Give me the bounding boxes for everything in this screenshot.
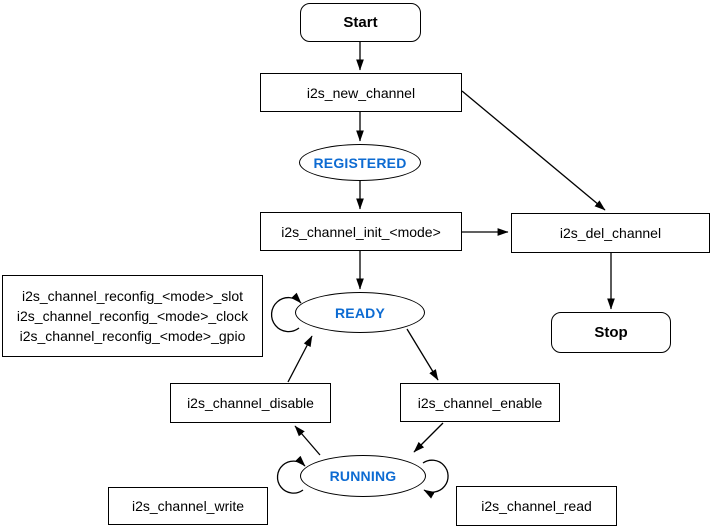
node-channel-disable: i2s_channel_disable (170, 383, 331, 423)
node-channel-reconfig-line-gpio: i2s_channel_reconfig_<mode>_gpio (19, 328, 246, 344)
node-new-channel: i2s_new_channel (260, 73, 462, 112)
node-channel-read: i2s_channel_read (456, 486, 617, 526)
node-del-channel-label: i2s_del_channel (559, 225, 662, 241)
node-channel-read-label: i2s_channel_read (481, 498, 592, 514)
node-registered-label: REGISTERED (313, 154, 407, 171)
node-start: Start (300, 3, 421, 42)
node-channel-enable: i2s_channel_enable (400, 383, 560, 422)
node-channel-enable-label: i2s_channel_enable (417, 394, 543, 411)
edge-disable-to-ready (287, 335, 313, 383)
edge-enable-to-running (413, 422, 444, 453)
node-channel-reconfig-line-slot: i2s_channel_reconfig_<mode>_slot (21, 288, 244, 304)
edge-running-self-loop-left (276, 455, 306, 494)
edge-ready-self-loop (270, 292, 302, 333)
node-running-state: RUNNING (300, 455, 426, 497)
node-registered-state: REGISTERED (299, 144, 421, 181)
node-channel-reconfig-line-clock: i2s_channel_reconfig_<mode>_clock (16, 308, 249, 324)
node-channel-reconfig: i2s_channel_reconfig_<mode>_slot i2s_cha… (2, 275, 263, 357)
edge-running-to-disable (294, 425, 321, 456)
node-channel-disable-label: i2s_channel_disable (187, 395, 314, 411)
node-stop-label: Stop (594, 324, 628, 341)
node-channel-init: i2s_channel_init_<mode> (260, 212, 462, 251)
node-channel-init-label: i2s_channel_init_<mode> (281, 223, 441, 240)
edge-new-channel-to-del-channel (461, 90, 606, 211)
node-channel-write-label: i2s_channel_write (131, 498, 245, 514)
node-ready-state: READY (295, 292, 425, 333)
edge-ready-to-enable (406, 328, 439, 381)
node-start-label: Start (343, 14, 378, 31)
node-new-channel-label: i2s_new_channel (306, 84, 416, 101)
node-ready-label: READY (334, 304, 385, 321)
node-channel-write: i2s_channel_write (108, 487, 268, 525)
edge-running-self-loop-right (422, 459, 449, 499)
node-del-channel: i2s_del_channel (511, 213, 710, 253)
node-stop: Stop (551, 312, 671, 353)
node-running-label: RUNNING (329, 468, 397, 484)
